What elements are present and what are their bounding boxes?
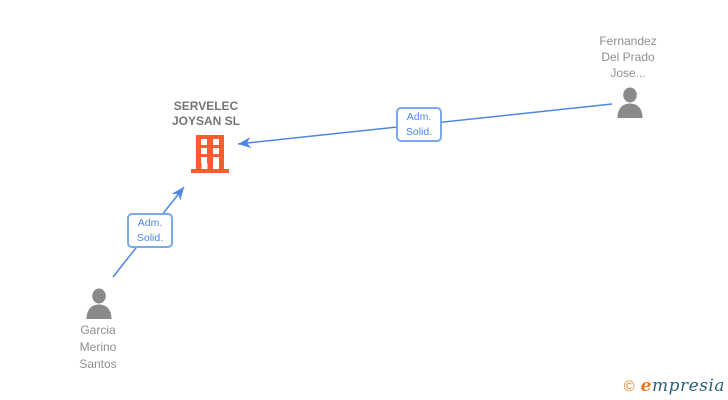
edge-label-adm-solid-fernandez: Adm. Solid. <box>396 107 442 142</box>
brand-first-letter: e <box>640 376 652 396</box>
company-node-label[interactable]: SERVELEC JOYSAN SL <box>171 99 240 128</box>
person-node-label-garcia[interactable]: Garcia Merino Santos <box>79 323 117 371</box>
brand-rest: mpresia <box>652 376 725 396</box>
copyright-icon: © <box>623 377 635 395</box>
person-node-label-fernandez[interactable]: Fernandez Del Prado Jose... <box>599 34 657 80</box>
edge-label-adm-solid-garcia: Adm. Solid. <box>127 213 173 248</box>
person-icon[interactable] <box>615 87 645 118</box>
building-icon[interactable] <box>190 135 230 173</box>
empresia-logo[interactable]: © empresia <box>624 376 725 396</box>
brand-wordmark: empresia <box>641 376 725 396</box>
person-icon[interactable] <box>84 288 114 319</box>
